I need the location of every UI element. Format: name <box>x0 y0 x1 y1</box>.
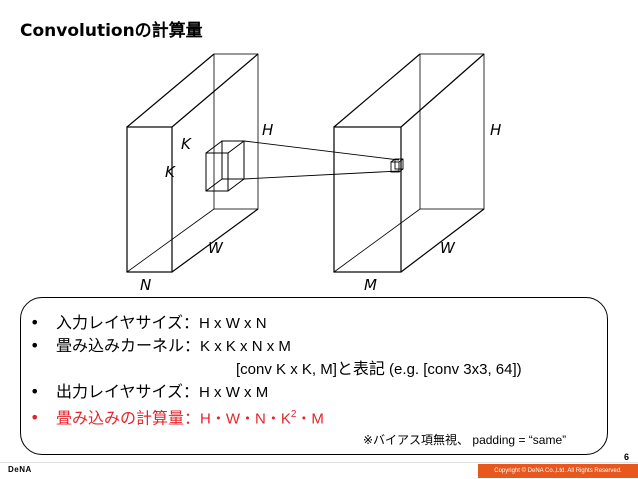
compute-cost-value-tail: ・M <box>296 410 324 428</box>
output-block-back <box>419 53 485 210</box>
summary-box <box>20 297 608 455</box>
compute-cost-exponent: 2 <box>290 409 297 420</box>
bias-note-pre: ※バイアス項無視、 <box>363 433 470 447</box>
output-channels-label: M <box>364 276 377 294</box>
input-size-value: H x W x N <box>199 315 267 332</box>
input-block-front <box>126 126 173 273</box>
kernel-cube <box>205 140 245 192</box>
slide-title: Convolutionの計算量 <box>20 21 203 41</box>
output-block-front <box>333 126 402 273</box>
bullet-marker: • <box>30 382 40 401</box>
bias-note: ※バイアス項無視、 padding = “same” <box>363 431 566 448</box>
output-size-value: H x W x M <box>199 384 269 401</box>
bias-note-post: padding = “same” <box>469 433 567 447</box>
bullet-marker: • <box>30 336 40 355</box>
projection-line-bottom <box>243 170 400 180</box>
kernel-label: 畳み込みカーネル： <box>56 336 201 355</box>
kernel-notation-pre: [conv K x K, M] <box>236 361 337 378</box>
kernel-notation: [conv K x K, M]と表記 (e.g. [conv 3x3, 64]) <box>236 359 522 380</box>
page-number: 6 <box>624 452 630 462</box>
bullet-marker: • <box>30 313 40 332</box>
kernel-label-k2: K <box>165 163 176 181</box>
compute-cost-value: H・W・N・K <box>200 410 291 428</box>
footer-divider <box>0 462 638 463</box>
kernel-label-k1: K <box>181 135 192 153</box>
input-size-label: 入力レイヤサイズ： <box>56 313 200 332</box>
bullet-kernel: • 畳み込みカーネル：K x K x N x M <box>30 336 291 357</box>
bullet-marker: • <box>30 408 40 428</box>
input-height-label: H <box>262 121 273 139</box>
bullet-output-size: • 出力レイヤサイズ：H x W x M <box>30 382 268 403</box>
output-height-label: H <box>490 121 501 139</box>
kernel-value: K x K x N x M <box>200 338 291 355</box>
input-channels-label: N <box>140 276 151 294</box>
compute-cost-label: 畳み込みの計算量： <box>56 408 201 428</box>
dena-logo: DeNA <box>8 465 32 474</box>
input-block-back <box>213 53 259 210</box>
output-cell <box>390 158 404 173</box>
kernel-notation-mid: と表記 <box>336 359 385 378</box>
output-width-label: W <box>440 239 456 257</box>
copyright-bar: Copyright © DeNA Co.,Ltd. All Rights Res… <box>478 464 638 478</box>
output-size-label: 出力レイヤサイズ： <box>56 382 200 401</box>
bullet-compute-cost: • 畳み込みの計算量：H・W・N・K2・M <box>30 405 324 429</box>
projection-line-top <box>243 140 400 161</box>
kernel-notation-post: (e.g. [conv 3x3, 64]) <box>384 361 522 378</box>
convolution-diagram: K K H W N H W M <box>126 53 501 294</box>
input-width-label: W <box>208 239 224 257</box>
bullet-input-size: • 入力レイヤサイズ：H x W x N <box>30 313 267 334</box>
